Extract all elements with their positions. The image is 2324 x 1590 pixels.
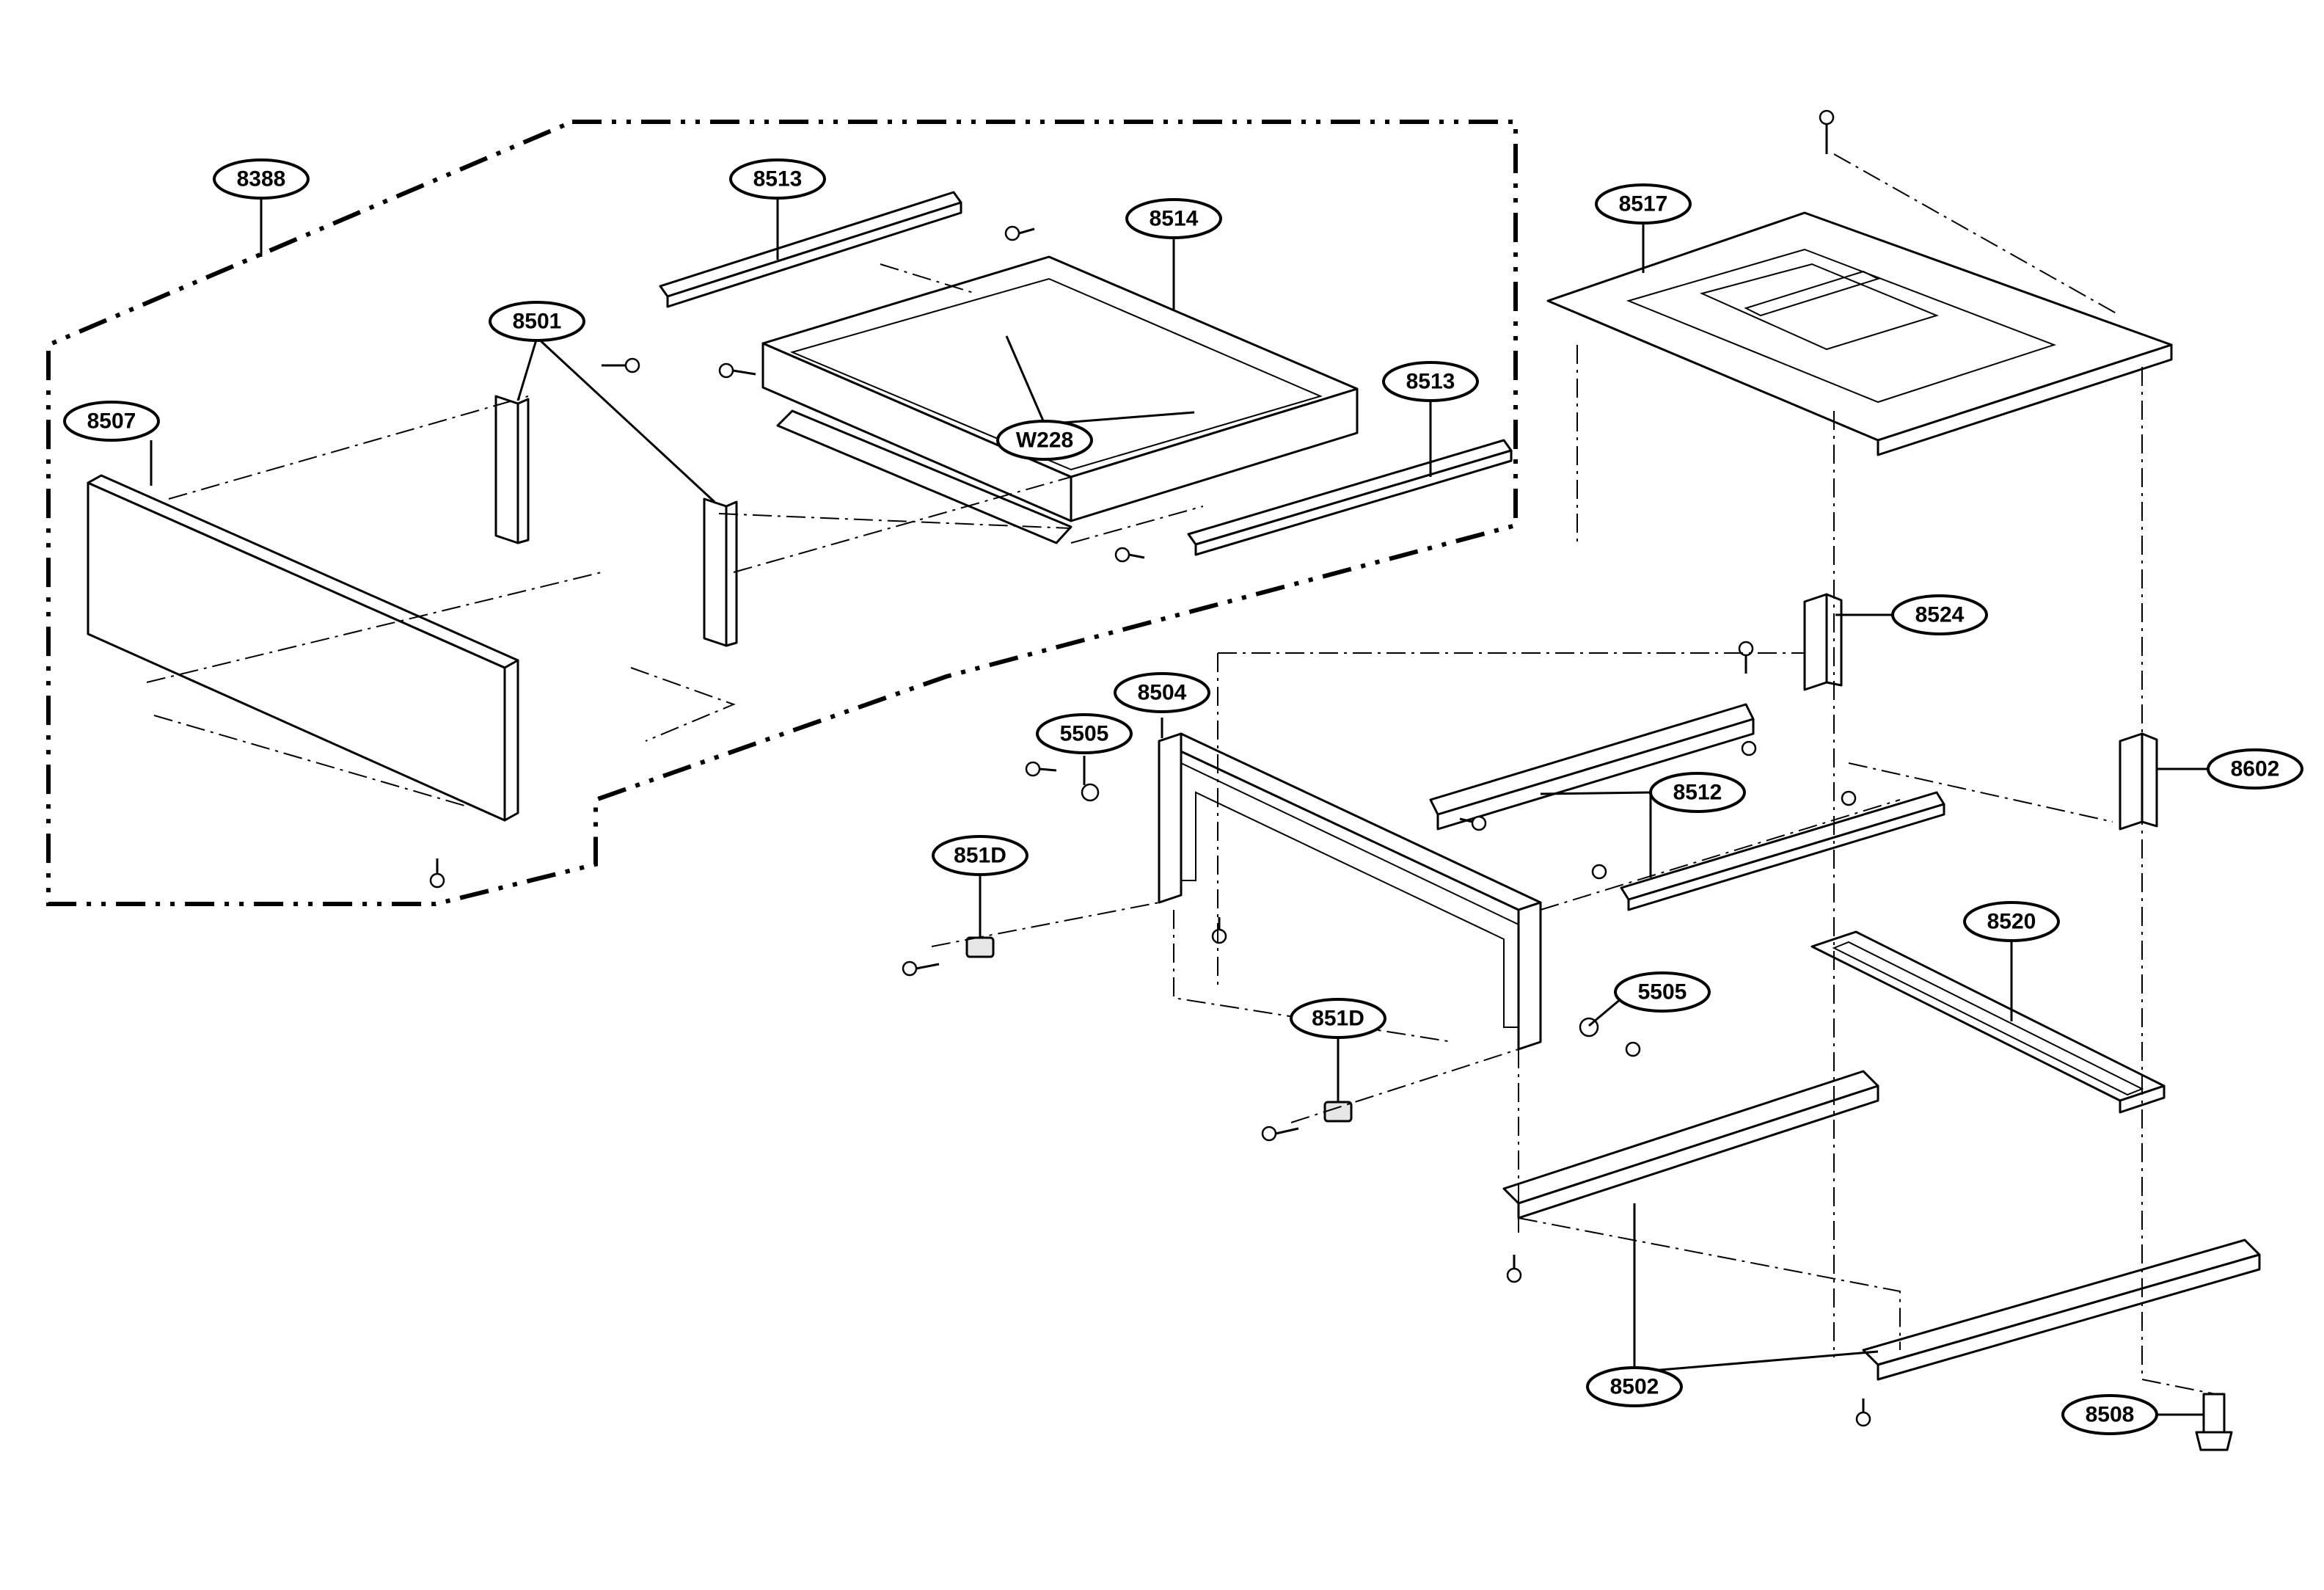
callout-8513-upper-label: 8513 bbox=[753, 167, 803, 192]
callout-8507-label: 8507 bbox=[87, 409, 136, 434]
callout-8388-label: 8388 bbox=[237, 167, 286, 192]
callout-8501: 8501 bbox=[489, 301, 585, 342]
callout-8524-label: 8524 bbox=[1915, 603, 1965, 627]
callout-8504-label: 8504 bbox=[1138, 681, 1187, 705]
bottom-tray bbox=[1810, 930, 2166, 1114]
callout-851d-lower: 851D bbox=[1290, 998, 1386, 1039]
callout-851d-upper-label: 851D bbox=[954, 844, 1006, 868]
bracket-8602 bbox=[2119, 732, 2158, 831]
callout-8508-label: 8508 bbox=[2086, 1403, 2135, 1427]
callout-8513-lower: 8513 bbox=[1382, 361, 1479, 402]
bracket-8524 bbox=[1803, 593, 1843, 691]
callout-8388: 8388 bbox=[213, 158, 310, 200]
callout-w228-label: W228 bbox=[1016, 429, 1073, 453]
callout-8602: 8602 bbox=[2207, 748, 2303, 789]
callout-leaders bbox=[150, 197, 2208, 1416]
callout-851d-upper: 851D bbox=[932, 835, 1028, 876]
callout-8513-upper: 8513 bbox=[729, 158, 826, 200]
callout-8504: 8504 bbox=[1114, 672, 1210, 713]
callout-5505-lower: 5505 bbox=[1614, 971, 1711, 1013]
callout-8507: 8507 bbox=[63, 401, 160, 442]
callout-8512-label: 8512 bbox=[1673, 781, 1722, 805]
callout-8602-label: 8602 bbox=[2231, 757, 2280, 781]
screw-icon bbox=[429, 109, 1871, 1427]
callout-5505-upper: 5505 bbox=[1036, 713, 1133, 754]
callout-8512: 8512 bbox=[1649, 772, 1746, 813]
drawer-front-panel bbox=[87, 474, 519, 822]
callout-5505-lower-label: 5505 bbox=[1638, 980, 1687, 1004]
callout-851d-lower-label: 851D bbox=[1312, 1007, 1364, 1031]
callout-8513-lower-label: 8513 bbox=[1406, 370, 1455, 394]
base-rail-left bbox=[1502, 1070, 1879, 1219]
drawer-slide-upper bbox=[659, 191, 962, 308]
assembly-guide-lines bbox=[146, 153, 2216, 1395]
connector-851d-upper bbox=[965, 936, 995, 958]
callout-8520: 8520 bbox=[1963, 901, 2060, 942]
drawer-bracket-left bbox=[494, 395, 530, 544]
base-rail-right bbox=[1862, 1239, 2261, 1381]
rail-slide-upper bbox=[1429, 703, 1755, 831]
assembly-8388-boundary bbox=[46, 120, 1518, 906]
front-frame bbox=[1158, 732, 1542, 1051]
drawer-tub bbox=[761, 255, 1359, 544]
leveling-foot bbox=[2195, 1393, 2233, 1451]
callout-8514-label: 8514 bbox=[1150, 207, 1199, 231]
callout-5505-upper-label: 5505 bbox=[1060, 722, 1109, 746]
callout-8502-label: 8502 bbox=[1610, 1375, 1659, 1399]
callout-8514: 8514 bbox=[1125, 198, 1222, 239]
callout-8520-label: 8520 bbox=[1987, 910, 2036, 934]
callout-8501-label: 8501 bbox=[513, 310, 562, 334]
callout-8517-label: 8517 bbox=[1619, 192, 1668, 216]
rail-slide-lower bbox=[1620, 791, 1945, 911]
callout-8508: 8508 bbox=[2061, 1394, 2158, 1435]
callout-8502: 8502 bbox=[1586, 1366, 1683, 1407]
callout-8517: 8517 bbox=[1595, 183, 1692, 225]
drawer-bracket-right bbox=[703, 497, 738, 647]
callout-8524: 8524 bbox=[1891, 594, 1988, 635]
callout-w228: W228 bbox=[996, 420, 1093, 461]
top-cover-panel bbox=[1546, 211, 2173, 456]
